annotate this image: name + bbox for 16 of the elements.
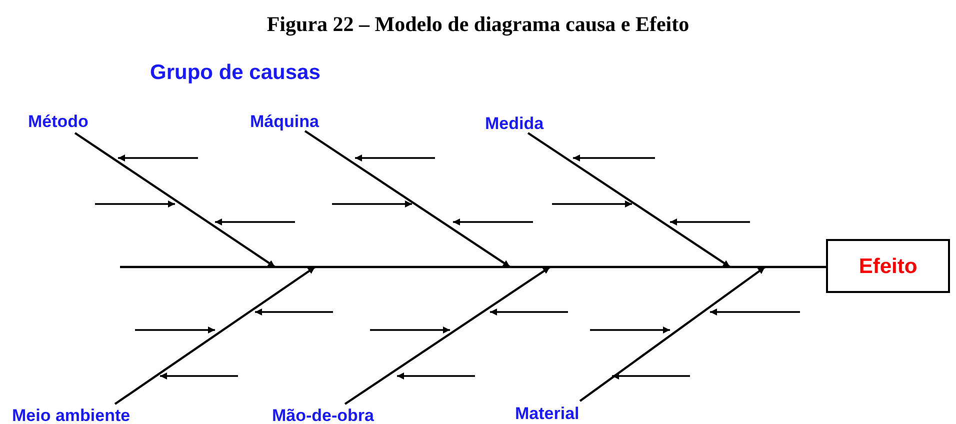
category-label: Medida: [485, 115, 544, 132]
bone-arrow: [527, 132, 731, 268]
figure-title: Figura 22 – Modelo de diagrama causa e Efeito: [266, 14, 690, 35]
spine-line: [120, 266, 826, 268]
category-label: Meio ambiente: [12, 407, 130, 424]
bone-arrow: [114, 266, 316, 405]
category-label: Método: [28, 113, 88, 130]
effect-box: Efeito: [826, 239, 950, 293]
category-label: Material: [515, 405, 580, 422]
category-label: Máquina: [250, 113, 319, 130]
bone-arrow: [344, 266, 551, 405]
bone-arrow: [304, 130, 511, 268]
category-label: Mão-de-obra: [272, 407, 374, 424]
bone-arrow: [74, 132, 276, 268]
group-heading: Grupo de causas: [150, 62, 320, 83]
bone-arrow: [579, 266, 766, 402]
